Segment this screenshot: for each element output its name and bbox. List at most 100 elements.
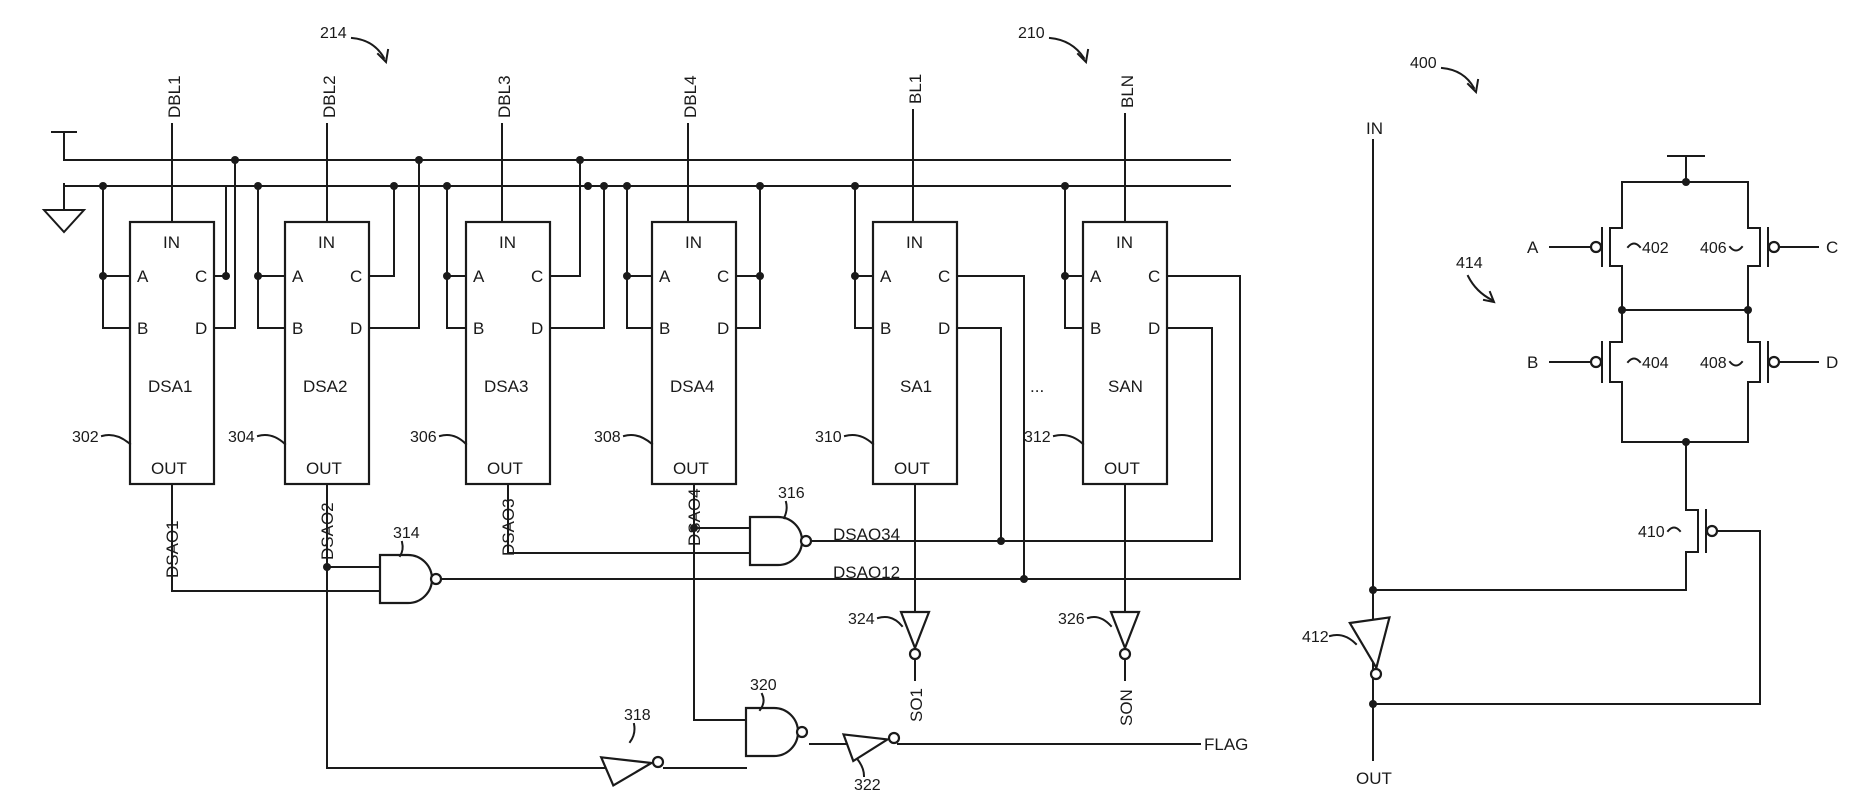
bitline-label-dbl2: DBL2 bbox=[320, 75, 339, 118]
svg-text:318: 318 bbox=[624, 707, 651, 724]
svg-text:B: B bbox=[137, 319, 148, 338]
svg-text:IN: IN bbox=[1116, 233, 1133, 252]
amp-name: DSA3 bbox=[484, 377, 528, 396]
svg-text:A: A bbox=[292, 267, 304, 286]
svg-text:OUT: OUT bbox=[151, 459, 187, 478]
svg-text:D: D bbox=[350, 319, 362, 338]
dsao34-label: DSAO34 bbox=[833, 525, 900, 544]
svg-text:210: 210 bbox=[1018, 25, 1045, 42]
pmos-transistor-408: D 408 bbox=[1700, 342, 1838, 382]
svg-text:316: 316 bbox=[778, 485, 805, 502]
svg-text:408: 408 bbox=[1700, 355, 1727, 372]
inverter-324: 324 SO1 bbox=[848, 611, 929, 722]
bitline-label-dbl4: DBL4 bbox=[681, 75, 700, 118]
bitline-labels: DBL1 DBL2 DBL3 DBL4 BL1 BLN bbox=[165, 74, 1137, 118]
svg-text:IN: IN bbox=[685, 233, 702, 252]
svg-text:OUT: OUT bbox=[306, 459, 342, 478]
nand-gate-314: 314 bbox=[380, 525, 441, 603]
pmos-transistor-406: C 406 bbox=[1700, 228, 1838, 266]
inverter-318: 318 bbox=[601, 707, 663, 787]
bitline-ref-label: 210 bbox=[1018, 25, 1088, 62]
dsao12-label: DSAO12 bbox=[833, 563, 900, 582]
circuit-400: IN bbox=[1366, 119, 1752, 760]
svg-text:C: C bbox=[717, 267, 729, 286]
svg-text:308: 308 bbox=[594, 429, 621, 446]
svg-text:A: A bbox=[1090, 267, 1102, 286]
amp-name: DSA1 bbox=[148, 377, 192, 396]
svg-text:C: C bbox=[1148, 267, 1160, 286]
svg-text:322: 322 bbox=[854, 777, 881, 794]
svg-text:D: D bbox=[938, 319, 950, 338]
inverter-412: 412 bbox=[1302, 617, 1396, 679]
svg-text:B: B bbox=[292, 319, 303, 338]
pmos-transistor-402: A 402 bbox=[1527, 228, 1669, 266]
svg-text:C: C bbox=[195, 267, 207, 286]
svg-text:A: A bbox=[880, 267, 892, 286]
svg-text:406: 406 bbox=[1700, 240, 1727, 257]
svg-text:412: 412 bbox=[1302, 629, 1329, 646]
svg-text:OUT: OUT bbox=[894, 459, 930, 478]
sense-amp-dsa1: IN A B C D DSA1 OUT bbox=[99, 160, 235, 484]
so1-label: SO1 bbox=[907, 688, 926, 722]
bitline-label-bln: BLN bbox=[1118, 75, 1137, 108]
flag-label: FLAG bbox=[1204, 735, 1248, 754]
bitline-wires bbox=[172, 110, 1125, 222]
power-rails bbox=[44, 132, 1230, 232]
son-label: SON bbox=[1117, 689, 1136, 726]
svg-text:414: 414 bbox=[1456, 255, 1483, 272]
svg-text:A: A bbox=[659, 267, 671, 286]
svg-text:B: B bbox=[1527, 353, 1538, 372]
nand-gate-316: 316 bbox=[750, 485, 811, 565]
amp-name: DSA4 bbox=[670, 377, 714, 396]
bitline-label-dbl3: DBL3 bbox=[495, 75, 514, 118]
svg-text:IN: IN bbox=[318, 233, 335, 252]
svg-text:C: C bbox=[938, 267, 950, 286]
svg-text:D: D bbox=[195, 319, 207, 338]
svg-text:304: 304 bbox=[228, 429, 255, 446]
svg-text:326: 326 bbox=[1058, 611, 1085, 628]
inverter-326: 326 SON bbox=[1058, 611, 1139, 726]
svg-text:A: A bbox=[473, 267, 485, 286]
amp-name: SAN bbox=[1108, 377, 1143, 396]
svg-text:306: 306 bbox=[410, 429, 437, 446]
svg-text:402: 402 bbox=[1642, 240, 1669, 257]
svg-text:320: 320 bbox=[750, 677, 777, 694]
svg-text:B: B bbox=[880, 319, 891, 338]
svg-text:B: B bbox=[1090, 319, 1101, 338]
svg-text:310: 310 bbox=[815, 429, 842, 446]
svg-text:IN: IN bbox=[906, 233, 923, 252]
pmos-transistor-404: B 404 bbox=[1527, 342, 1669, 382]
pmos-transistor-410: 410 bbox=[1373, 510, 1760, 704]
svg-text:312: 312 bbox=[1024, 429, 1051, 446]
svg-text:OUT: OUT bbox=[673, 459, 709, 478]
svg-text:D: D bbox=[1826, 353, 1838, 372]
svg-text:314: 314 bbox=[393, 525, 420, 542]
svg-text:324: 324 bbox=[848, 611, 875, 628]
svg-text:400: 400 bbox=[1410, 55, 1437, 72]
amp-output-labels: DSAO1 DSAO2 DSAO3 DSAO4 bbox=[163, 488, 704, 578]
stack-ref-label: 414 bbox=[1456, 255, 1494, 302]
bitline-label-dbl1: DBL1 bbox=[165, 75, 184, 118]
svg-text:B: B bbox=[659, 319, 670, 338]
sense-amp-dsa2: IN A B C D DSA2 OUT bbox=[254, 160, 419, 484]
svg-text:D: D bbox=[717, 319, 729, 338]
svg-text:D: D bbox=[531, 319, 543, 338]
sense-amp-dsa3: IN A B C D DSA3 OUT bbox=[443, 160, 604, 484]
ellipsis: ... bbox=[1030, 377, 1044, 396]
array-ref-label: 214 bbox=[320, 25, 388, 62]
svg-text:C: C bbox=[531, 267, 543, 286]
svg-text:OUT: OUT bbox=[487, 459, 523, 478]
svg-text:A: A bbox=[1527, 238, 1539, 257]
svg-text:C: C bbox=[350, 267, 362, 286]
svg-text:302: 302 bbox=[72, 429, 99, 446]
svg-text:214: 214 bbox=[320, 25, 347, 42]
svg-text:B: B bbox=[473, 319, 484, 338]
svg-text:IN: IN bbox=[163, 233, 180, 252]
svg-text:C: C bbox=[1826, 238, 1838, 257]
amp-name: SA1 bbox=[900, 377, 932, 396]
inverter-322: 322 bbox=[844, 726, 899, 794]
svg-text:D: D bbox=[1148, 319, 1160, 338]
bitline-label-bl1: BL1 bbox=[906, 74, 925, 104]
svg-text:410: 410 bbox=[1638, 524, 1665, 541]
